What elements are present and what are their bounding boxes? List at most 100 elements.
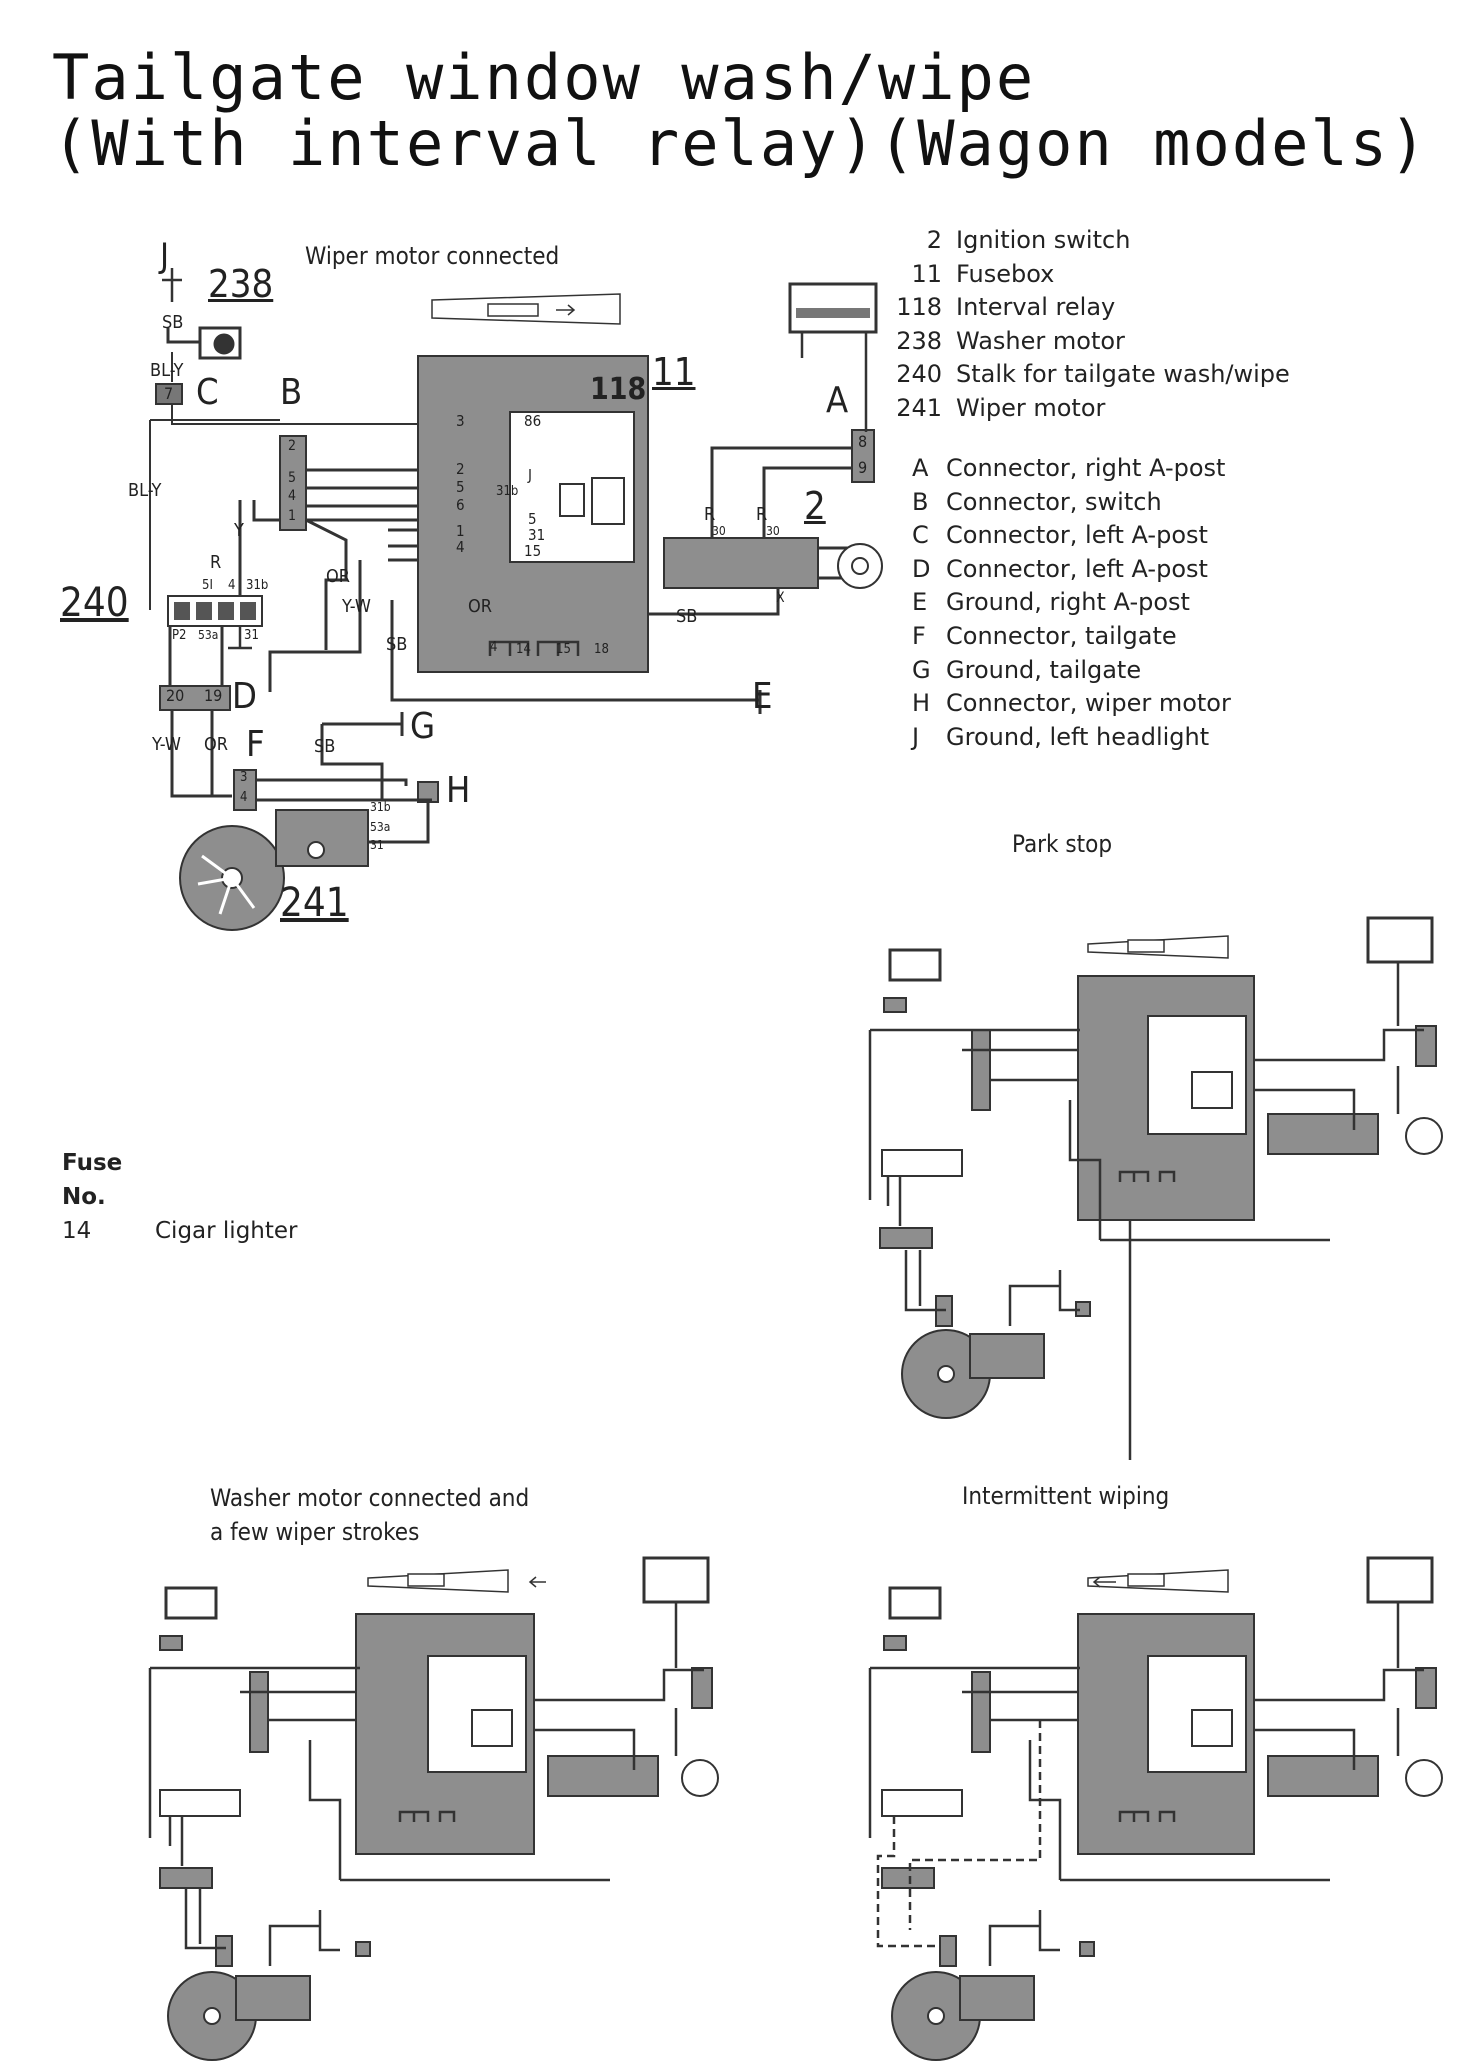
title-line-1: Tailgate window wash/wipe — [52, 41, 1036, 114]
connector-h-label: H — [446, 770, 471, 811]
relay-pin: 15 — [524, 542, 542, 560]
relay-pin: 3 — [456, 412, 465, 430]
fuse-heading-2: No. — [62, 1184, 106, 1210]
wire-label: SB — [386, 634, 408, 655]
wire-label: R — [756, 504, 768, 525]
switch-pin: 5I — [202, 578, 213, 593]
motor-pin: 31 — [370, 838, 384, 852]
intermittent-caption: Intermittent wiping — [962, 1482, 1170, 1510]
connector-b-pin: 1 — [288, 508, 297, 524]
connector-f-label: F — [246, 724, 265, 765]
connector-a-pin: 9 — [858, 458, 868, 477]
wire-label: BL-Y — [150, 360, 184, 381]
wire-label: R — [704, 504, 716, 525]
main-diagram-caption: Wiper motor connected — [305, 242, 560, 270]
connector-b-pin: 2 — [288, 438, 297, 454]
connector-d-pin: 19 — [204, 686, 223, 705]
component-238-label: 238 — [208, 262, 274, 306]
sub-diagram-washer-strokes — [148, 1556, 719, 2061]
component-11-label: 11 — [652, 350, 696, 394]
wire-label: Y-W — [342, 596, 371, 617]
wire-label: OR — [468, 596, 492, 617]
switch-pin: 4 — [228, 578, 236, 593]
relay-pin: 86 — [524, 412, 542, 430]
connector-a-label: A — [826, 380, 849, 421]
wire-label: Y — [234, 520, 244, 541]
switch-pin: 31b — [246, 578, 269, 593]
washer-caption-line-2: a few wiper strokes — [210, 1518, 420, 1546]
title-line-2: (With interval relay)(Wagon models) — [52, 107, 1429, 180]
relay-pin: J — [528, 466, 532, 484]
connector-b-pin: 4 — [288, 488, 297, 504]
wire-label: BL-Y — [128, 480, 162, 501]
relay-pin: 31b — [496, 484, 519, 499]
connector-c-label: C — [196, 372, 219, 413]
switch-pin: P2 — [172, 628, 187, 643]
relay-pin: 5 — [456, 478, 465, 496]
connector-j-label: J — [160, 236, 170, 276]
wire-label: R — [210, 552, 222, 573]
connector-d-label: D — [232, 676, 257, 717]
fuse-pin: 14 — [516, 642, 531, 657]
wire-label: OR — [326, 566, 350, 587]
relay-pin: 31 — [528, 526, 546, 544]
switch-pin: 31 — [244, 628, 259, 643]
fuse-name: Cigar lighter — [155, 1218, 298, 1244]
relay-pin: 4 — [456, 538, 465, 556]
connector-c-pin: 7 — [164, 384, 174, 403]
fuse-number: 14 — [62, 1218, 92, 1244]
ignition-pin: 30 — [766, 524, 780, 538]
ground-e-label: E — [752, 676, 773, 717]
ground-g-label: G — [410, 706, 436, 747]
ignition-pin: 30 — [712, 524, 726, 538]
connector-f-pin: 3 — [240, 770, 248, 785]
connector-f-pin: 4 — [240, 790, 248, 805]
connector-d-pin: 20 — [166, 686, 185, 705]
fuse-heading-1: Fuse — [62, 1150, 123, 1176]
ignition-pin: X — [776, 590, 785, 606]
relay-pin: 6 — [456, 496, 465, 514]
wire-label: OR — [204, 734, 228, 755]
relay-pin: 2 — [456, 460, 465, 478]
fuse-pin: 4 — [490, 640, 498, 655]
sub-diagram-intermittent — [868, 1556, 1443, 2061]
washer-caption-line-1: Washer motor connected and — [210, 1484, 530, 1512]
relay-pin: 5 — [528, 510, 537, 528]
motor-pin: 31b — [370, 800, 391, 814]
connector-b-label: B — [280, 372, 303, 413]
component-118-label: 118 — [590, 372, 647, 407]
wire-label: Y-W — [152, 734, 181, 755]
switch-pin: 53a — [198, 628, 219, 642]
connector-b-pin: 5 — [288, 470, 297, 486]
motor-pin: 53a — [370, 820, 391, 834]
wire-label: SB — [162, 312, 184, 333]
component-2-label: 2 — [804, 484, 826, 528]
fuse-pin: 15 — [556, 642, 571, 657]
wire-label: SB — [314, 736, 336, 757]
wire-label: SB — [676, 606, 698, 627]
fuse-pin: 18 — [594, 642, 609, 657]
park-stop-caption: Park stop — [1012, 830, 1113, 858]
component-240-label: 240 — [60, 580, 129, 626]
connector-a-pin: 8 — [858, 432, 868, 451]
relay-pin: 1 — [456, 522, 465, 540]
component-241-label: 241 — [280, 880, 349, 926]
